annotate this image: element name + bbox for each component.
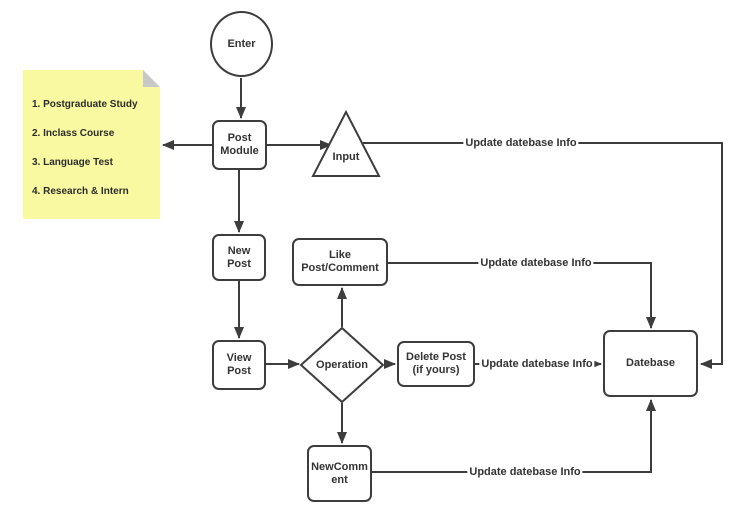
edge-newcomment-to-datebase xyxy=(372,399,656,473)
node-new-comment: NewComment xyxy=(307,445,372,502)
node-enter: Enter xyxy=(210,11,273,77)
note-item-2: 2. Inclass Course xyxy=(32,128,115,139)
node-new-post: New Post xyxy=(212,234,266,281)
node-input-label: Input xyxy=(332,151,360,163)
note-item-4: 4. Research & Intern xyxy=(32,186,129,197)
edge-label-comment-to-datebase: Update datebase Info xyxy=(467,466,583,478)
input-triangle-shape xyxy=(311,109,381,177)
sticky-note-shape xyxy=(23,70,160,219)
edge-like-to-datebase xyxy=(388,262,656,329)
node-like-post-comment: Like Post/Comment xyxy=(292,238,388,286)
edge-label-input-to-datebase: Update datebase Info xyxy=(463,137,579,149)
operation-diamond-shape xyxy=(299,326,385,404)
edge-label-like-to-datebase: Update datebase Info xyxy=(478,257,594,269)
note-item-3: 3. Language Test xyxy=(32,157,113,168)
node-post-module: Post Module xyxy=(212,120,267,170)
node-datebase: Datebase xyxy=(603,330,698,397)
edge-label-delete-to-datebase: Update datebase Info xyxy=(479,358,595,370)
sticky-note-fold-icon xyxy=(143,70,160,87)
node-delete-post: Delete Post (if yours) xyxy=(397,341,475,387)
sticky-note: 1. Postgraduate Study 2. Inclass Course … xyxy=(23,70,160,219)
node-view-post: View Post xyxy=(212,340,266,390)
note-item-1: 1. Postgraduate Study xyxy=(32,99,138,110)
node-operation-label: Operation xyxy=(316,359,368,371)
